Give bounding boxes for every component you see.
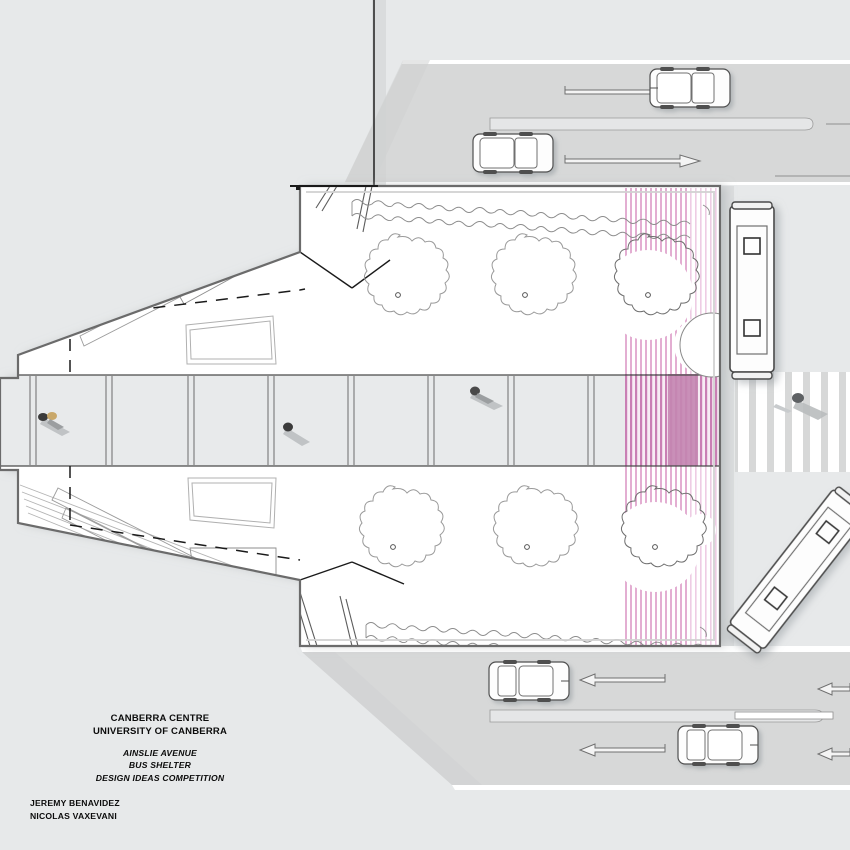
- titleblock: CANBERRA CENTRE UNIVERSITY OF CANBERRA A…: [30, 712, 290, 822]
- tree-south-3: [620, 485, 707, 568]
- central-pedestrian-walkway: [0, 374, 720, 467]
- tree-south-2: [492, 485, 579, 568]
- person-walkway-1: [38, 412, 70, 436]
- titleblock-project-line-1: AINSLIE AVENUE: [123, 748, 197, 758]
- road-north-lane-markings: [775, 175, 850, 177]
- car-north-lane-2: [472, 132, 554, 174]
- road-south-median: [489, 709, 834, 723]
- traffic-arrow-west-1: [578, 673, 666, 687]
- car-south-lane-2: [677, 724, 759, 766]
- person-crossing-1: [773, 393, 828, 420]
- plaza-plate-upper: [185, 315, 277, 365]
- traffic-arrow-west-2: [578, 743, 666, 757]
- hedge-south: [365, 622, 707, 646]
- bus-north-stop: [729, 201, 775, 380]
- traffic-arrow-west-4: [816, 747, 850, 761]
- tree-north-4-partial: [679, 312, 720, 378]
- plaza-plate-lower: [187, 477, 277, 529]
- car-south-lane-1: [488, 660, 570, 702]
- titleblock-project-line-3: DESIGN IDEAS COMPETITION: [95, 772, 225, 783]
- person-walkway-2: [283, 422, 310, 446]
- zebra-pedestrian-crossing: [735, 372, 850, 472]
- titleblock-author-line-1: JEREMY BENAVIDEZ: [30, 798, 120, 809]
- pink-hatched-canopy-zone: [625, 188, 720, 646]
- walkway-paving-joints: [29, 376, 595, 465]
- road-north-median: [489, 117, 850, 131]
- plaza-frame: [0, 184, 722, 648]
- plaza-top-tab: [290, 185, 378, 190]
- hedge-north: [351, 199, 710, 240]
- car-north-lane-1: [649, 67, 731, 109]
- tree-north-2: [490, 233, 577, 316]
- road-north: [343, 0, 850, 186]
- traffic-arrow-west-3: [816, 682, 850, 696]
- titleblock-project-line-2: BUS SHELTER: [128, 760, 192, 771]
- person-walkway-3: [470, 386, 503, 410]
- bus-south-stop: [726, 486, 850, 654]
- tree-north-3: [613, 233, 700, 316]
- titleblock-client-line-1: CANBERRA CENTRE: [110, 713, 210, 724]
- tree-south-1: [358, 485, 445, 568]
- traffic-arrow-east-2: [564, 154, 702, 168]
- tree-north-1: [363, 233, 450, 316]
- titleblock-client-line-2: UNIVERSITY OF CANBERRA: [92, 726, 228, 737]
- titleblock-author-line-2: NICOLAS VAXEVANI: [30, 810, 117, 821]
